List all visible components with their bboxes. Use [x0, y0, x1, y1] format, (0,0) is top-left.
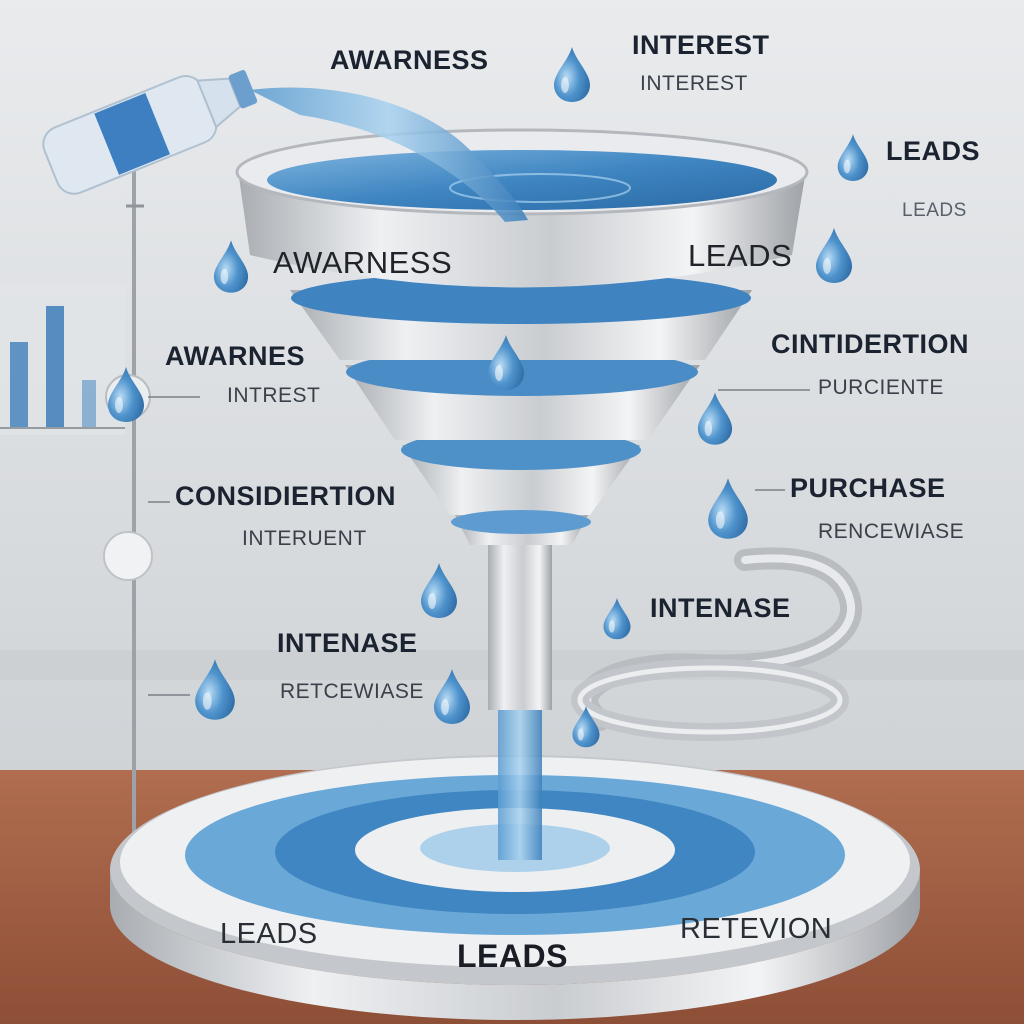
base-label-left: LEADS [220, 918, 318, 950]
funnel-ring-label-right: LEADS [688, 238, 793, 273]
label-retention-left-sub: RETCEWIASE [280, 680, 424, 703]
label-purchase-right: PURCHASE [790, 473, 946, 503]
label-intenase-right: INTENASE [650, 593, 791, 623]
funnel-ring-label-left: AWARNESS [273, 245, 453, 280]
label-awareness-left: AWARNES [165, 341, 306, 371]
label-awareness-top: AWARNESS [330, 45, 489, 75]
base-label-right: RETEVION [680, 913, 833, 945]
label-interest-top: INTEREST [632, 30, 770, 60]
spiral-tube [571, 547, 863, 741]
label-intenase-left: INTENASE [277, 628, 418, 658]
label-interest-top-sub: INTEREST [640, 72, 748, 95]
connector-lines [718, 389, 810, 491]
label-consideration-right-sub: PURCIENTE [818, 376, 944, 399]
base-label-center: LEADS [457, 938, 568, 974]
label-leads-right-sub: LEADS [902, 200, 967, 221]
label-interest-left-sub: INTREST [227, 384, 321, 407]
label-consideration-left: CONSIDIERTION [175, 481, 397, 511]
label-leads-right: LEADS [886, 136, 981, 166]
background-bar-chart [0, 285, 125, 435]
funnel [235, 128, 809, 860]
label-consideration-right: CINTIDERTION [771, 329, 969, 359]
base-tray [110, 755, 920, 1020]
label-purchase-right-sub: RENCEWIASE [818, 520, 965, 543]
label-consideration-left-sub: INTERUENT [242, 527, 367, 550]
water-bottle [42, 70, 528, 222]
